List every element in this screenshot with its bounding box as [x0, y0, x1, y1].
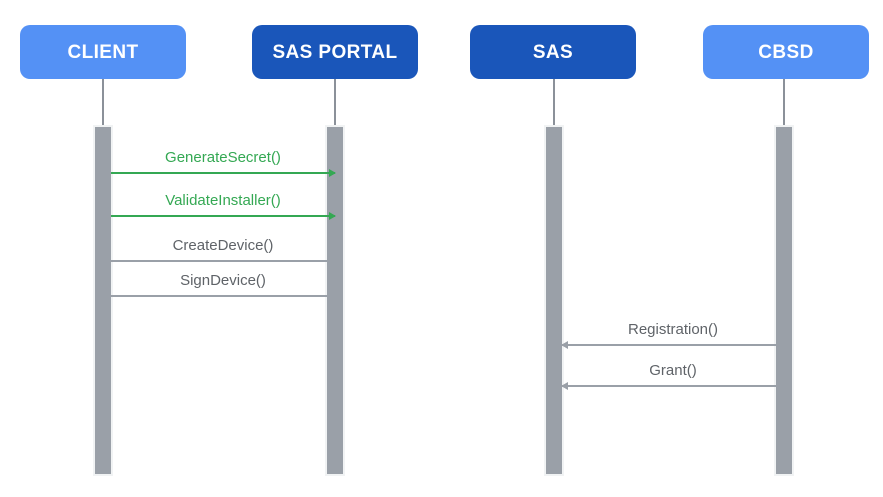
activation-bar-cbsd[interactable] — [774, 125, 794, 476]
message-label-sign-device: SignDevice() — [180, 271, 266, 289]
participant-label-cbsd: CBSD — [758, 41, 814, 63]
participant-box-cbsd[interactable]: CBSD — [703, 25, 869, 79]
lifeline-stem-client — [102, 79, 104, 129]
lifeline-stem-sas-portal — [334, 79, 336, 129]
participant-box-client[interactable]: CLIENT — [20, 25, 186, 79]
participant-label-client: CLIENT — [67, 41, 139, 63]
activation-bar-client[interactable] — [93, 125, 113, 476]
message-arrowhead-icon-generate-secret — [329, 168, 336, 177]
message-label-registration: Registration() — [627, 320, 719, 338]
participant-label-sas: SAS — [532, 41, 574, 63]
message-line-grant — [562, 385, 784, 387]
lifeline-stem-sas — [553, 79, 555, 129]
activation-bar-sas-portal[interactable] — [325, 125, 345, 476]
participant-box-sas[interactable]: SAS — [470, 25, 636, 79]
message-arrowhead-icon-create-device — [329, 256, 336, 265]
message-line-registration — [562, 344, 784, 346]
participant-label-sas-portal: SAS PORTAL — [272, 41, 398, 63]
participant-box-sas-portal[interactable]: SAS PORTAL — [252, 25, 418, 79]
message-label-validate-installer: ValidateInstaller() — [165, 191, 281, 209]
activation-bar-sas[interactable] — [544, 125, 564, 476]
message-line-sign-device — [111, 295, 335, 297]
message-arrowhead-icon-registration — [561, 340, 568, 349]
message-line-validate-installer — [111, 215, 335, 217]
message-arrowhead-icon-validate-installer — [329, 211, 336, 220]
lifeline-stem-cbsd — [783, 79, 785, 129]
message-line-create-device — [111, 260, 335, 262]
message-label-create-device: CreateDevice() — [172, 236, 274, 254]
message-line-generate-secret — [111, 172, 335, 174]
message-arrowhead-icon-sign-device — [329, 291, 336, 300]
message-arrowhead-icon-grant — [561, 381, 568, 390]
message-label-generate-secret: GenerateSecret() — [165, 148, 281, 166]
message-label-grant: Grant() — [649, 361, 697, 379]
